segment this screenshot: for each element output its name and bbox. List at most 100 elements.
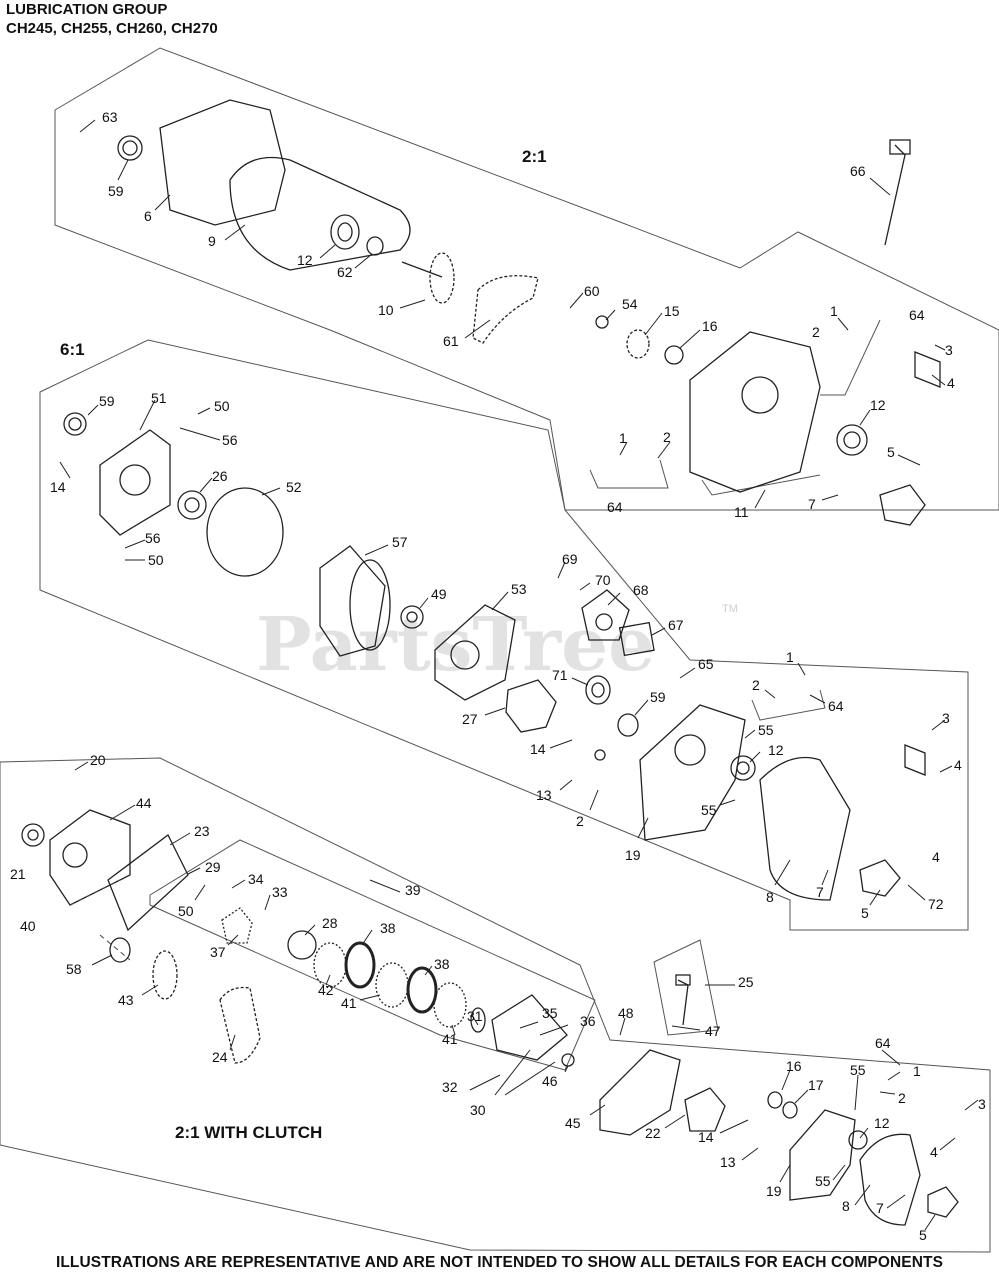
callout-60: 60 xyxy=(584,283,600,299)
part-drum-57 xyxy=(319,545,386,657)
section-label-2to1: 2:1 xyxy=(522,147,547,166)
callout-25: 25 xyxy=(738,974,754,990)
callout-40: 40 xyxy=(20,918,36,934)
callout-51: 51 xyxy=(151,390,167,406)
callout-70: 70 xyxy=(595,572,611,588)
part-bearing-58 xyxy=(109,937,131,963)
callout-47: 47 xyxy=(705,1023,721,1039)
callout-72: 72 xyxy=(928,896,944,912)
bracket-64-top-a xyxy=(820,319,881,396)
callout-38: 38 xyxy=(380,920,396,936)
part-gasket-27 xyxy=(505,679,557,733)
bracket-11 xyxy=(701,474,821,496)
callout-44: 44 xyxy=(136,795,152,811)
part-gasket-67 xyxy=(618,621,655,657)
part-ring-28 xyxy=(287,930,317,960)
part-carrier-35 xyxy=(491,994,568,1061)
callout-4: 4 xyxy=(947,375,955,391)
callout-3: 3 xyxy=(978,1096,986,1112)
callout-48: 48 xyxy=(618,1005,634,1021)
callout-36: 36 xyxy=(580,1013,596,1029)
part-bearing-26 xyxy=(177,490,207,520)
callout-9: 9 xyxy=(208,233,216,249)
part-crankcase-mid xyxy=(639,704,746,841)
watermark-trademark: TM xyxy=(722,603,738,615)
callout-55: 55 xyxy=(701,802,717,818)
part-plate-38b xyxy=(406,966,438,1014)
callout-52: 52 xyxy=(286,479,302,495)
part-washer-16 xyxy=(664,345,684,365)
callout-8: 8 xyxy=(842,1198,850,1214)
callout-41: 41 xyxy=(341,995,357,1011)
callout-17: 17 xyxy=(808,1077,824,1093)
callout-3: 3 xyxy=(945,342,953,358)
callout-5: 5 xyxy=(861,905,869,921)
diagram-title: LUBRICATION GROUP xyxy=(6,1,168,18)
callout-26: 26 xyxy=(212,468,228,484)
callout-22: 22 xyxy=(645,1125,661,1141)
section-label-clutch: 2:1 WITH CLUTCH xyxy=(175,1123,322,1142)
callout-55: 55 xyxy=(758,722,774,738)
callout-62: 62 xyxy=(337,264,353,280)
part-chain-24 xyxy=(219,986,261,1064)
part-carrier-37 xyxy=(221,907,253,944)
callout-1: 1 xyxy=(913,1063,921,1079)
part-seal-21 xyxy=(21,823,45,847)
part-bearing-12a xyxy=(330,214,360,250)
bracket-64-top-b xyxy=(589,459,669,489)
part-gasket-22 xyxy=(684,1087,726,1132)
callout-59: 59 xyxy=(99,393,115,409)
callout-69: 69 xyxy=(562,551,578,567)
callout-38: 38 xyxy=(434,956,450,972)
callout-41: 41 xyxy=(442,1031,458,1047)
callout-63: 63 xyxy=(102,109,118,125)
callout-11: 11 xyxy=(734,504,749,520)
part-washer-54 xyxy=(595,315,609,329)
callout-2: 2 xyxy=(663,429,671,445)
callout-2: 2 xyxy=(576,813,584,829)
callout-12: 12 xyxy=(768,742,784,758)
callout-30: 30 xyxy=(470,1102,486,1118)
callout-16: 16 xyxy=(786,1058,802,1074)
part-disc-41b xyxy=(433,982,467,1028)
callout-28: 28 xyxy=(322,915,338,931)
section-outlines xyxy=(0,47,999,1253)
outline-clutch xyxy=(0,757,991,1253)
callout-15: 15 xyxy=(664,303,680,319)
part-gasket-9 xyxy=(229,156,411,271)
callout-4: 4 xyxy=(930,1144,938,1160)
callout-19: 19 xyxy=(625,847,641,863)
callout-27: 27 xyxy=(462,711,478,727)
part-sensor-5c xyxy=(927,1186,959,1218)
callout-64: 64 xyxy=(875,1035,891,1051)
part-seal-59c xyxy=(617,713,639,737)
part-cover-6 xyxy=(159,99,286,226)
callout-57: 57 xyxy=(392,534,408,550)
part-washer-16b xyxy=(767,1091,783,1109)
outline-6to1 xyxy=(39,339,969,931)
part-seal-59b xyxy=(63,412,87,436)
part-cover-51 xyxy=(99,429,171,536)
callout-64: 64 xyxy=(828,698,844,714)
part-gear-10 xyxy=(429,252,455,304)
callout-6: 6 xyxy=(144,208,152,224)
callout-2: 2 xyxy=(898,1090,906,1106)
callout-58: 58 xyxy=(66,961,82,977)
part-cover-44 xyxy=(49,809,131,906)
callout-71: 71 xyxy=(552,667,568,683)
part-housing-53 xyxy=(434,604,516,701)
part-dipstick-25 xyxy=(677,979,689,1026)
section-label-6to1: 6:1 xyxy=(60,340,85,359)
callout-7: 7 xyxy=(876,1200,884,1216)
callout-13: 13 xyxy=(720,1154,736,1170)
callout-61: 61 xyxy=(443,333,459,349)
part-seal-17 xyxy=(782,1101,798,1119)
outline-dipstick xyxy=(653,939,719,1036)
callout-12: 12 xyxy=(870,397,886,413)
part-illustrations xyxy=(21,99,959,1226)
part-shaft-10 xyxy=(401,261,443,278)
callout-37: 37 xyxy=(210,944,226,960)
bracket-64-mid xyxy=(751,689,826,721)
callout-31: 31 xyxy=(467,1008,483,1024)
